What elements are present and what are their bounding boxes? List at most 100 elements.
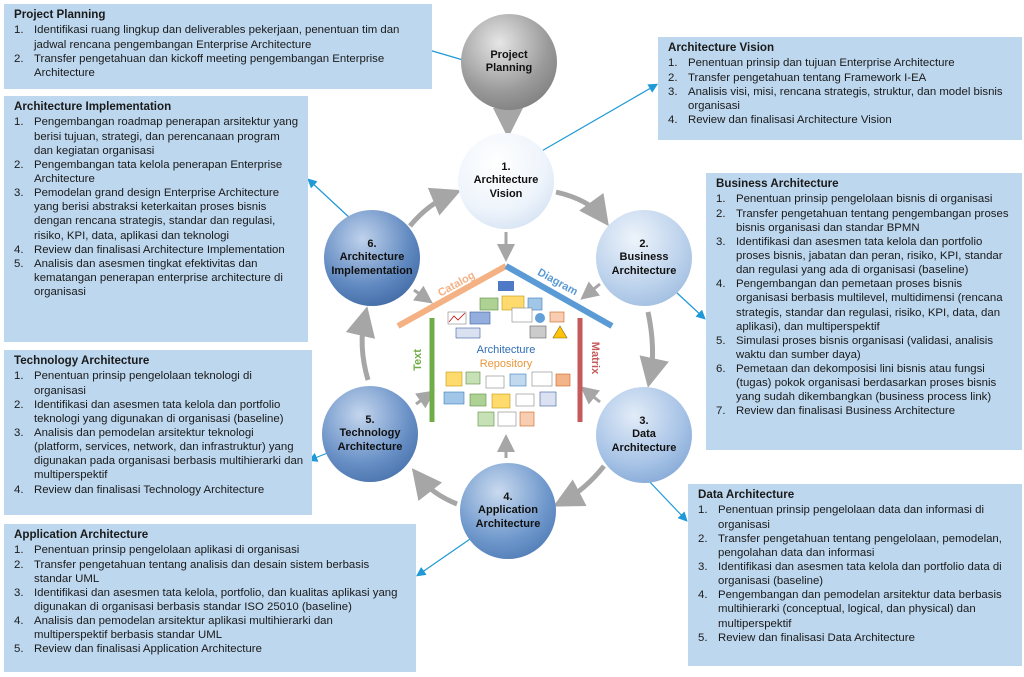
list-item-text: Review dan finalisasi Technology Archite… [34,483,265,496]
arrow-data-application [553,464,606,507]
list-item: 2. Pengembangan tata kelola penerapan Ent… [14,158,300,186]
list-item: 4.Review dan finalisasi Architecture Vis… [668,113,1014,127]
list-item-text: Penentuan prinsip pengelolaan bisnis di … [736,193,993,206]
arrow-business-repo [580,281,601,300]
list-item-number: 4. [668,113,678,126]
list-item-text: Penentuan prinsip dan tujuan Enterprise … [688,57,955,70]
connector-business [675,291,706,320]
connector-application [416,536,474,577]
list-item-number: 1. [716,193,726,206]
connector-vision [539,83,659,153]
list-item-text: Pengembangan tata kelola penerapan Enter… [34,158,283,185]
list-item: 3. Analisis visi, misi, rencana strategis… [668,85,1014,113]
circle-architecture-implementation: 6. Architecture Implementation [324,210,420,306]
matrix-label: Matrix [589,342,601,375]
list-item-number: 6. [716,363,726,376]
list-item: 1.Pengembangan roadmap penerapan arsitek… [14,115,300,157]
list-item-number: 5. [14,257,24,270]
list-item-text: Penentuan prinsip pengelolaan teknologi … [34,370,252,397]
panel-list: 1. Penentuan prinsip pengelolaan teknolog… [14,369,304,496]
list-item: 2.Transfer pengetahuan tentang pengelola… [698,532,1014,560]
list-item-number: 1. [14,24,24,37]
list-item-number: 1. [14,544,24,557]
list-item-number: 1. [14,116,24,129]
list-item-text: Review dan finalisasi Business Architect… [736,405,956,418]
panel-list: 1. Penentuan prinsip pengelolaan bisnis d… [716,192,1014,418]
list-item-text: Identifikasi ruang lingkup dan deliverab… [34,24,400,51]
list-item-number: 3. [14,586,24,599]
arrow-technology-repo [415,390,435,409]
list-item-number: 4. [698,589,708,602]
list-item-number: 2. [14,158,24,171]
panel-business-architecture: Business Architecture 1. Penentuan prinsip… [706,173,1022,450]
list-item: 4. Analisis dan pemodelan arsitektur apli… [14,614,408,642]
list-item-text: Identifikasi dan asesmen tata kelola dan… [736,235,1003,277]
panel-title: Business Architecture [716,177,839,190]
circle-business-architecture: 2. Business Architecture [596,210,692,306]
list-item: 3.Identifikasi dan asesmen tata kelola d… [698,560,1014,588]
list-item-number: 1. [668,57,678,70]
panel-title: Project Planning [14,8,106,21]
arrow-business-data [639,311,669,388]
panel-list: 1.Pengembangan roadmap penerapan arsitek… [14,115,300,299]
list-item-number: 7. [716,405,726,418]
list-item-text: Transfer pengetahuan tentang pengelolaan… [718,532,1002,559]
text-label: Text [412,349,424,371]
panel-list: 1.Penentuan prinsip pengelolaan aplikasi… [14,543,408,656]
arrow-implementation-vision [408,187,462,228]
list-item: 5.Review dan finalisasi Application Arch… [14,642,408,656]
list-item-text: Analisis dan pemodelan arsitektur teknol… [34,426,304,482]
list-item: 1.Penentuan prinsip pengelolaan data dan… [698,503,1014,531]
list-item-text: Transfer pengetahuan dan kickoff meeting… [34,52,385,79]
list-item-text: Identifikasi dan asesmen tata kelola dan… [34,398,284,425]
connector-implementation [307,178,353,221]
list-item-text: Review dan finalisasi Application Archit… [34,643,262,656]
list-item-text: Analisis dan pemodelan arsitektur aplika… [34,615,333,642]
arrow-vision-business [555,189,609,227]
list-item: 2.Transfer pengetahuan tentang pengemban… [716,207,1014,235]
list-item: 7. Review dan finalisasi Business Archite… [716,404,1014,418]
list-item: 2.Transfer pengetahuan tentang Framework… [668,71,1014,85]
list-item: 4.Review dan finalisasi Architecture Imp… [14,243,300,257]
list-item-number: 2. [14,398,24,411]
list-item-number: 5. [698,631,708,644]
list-item-text: Pemetaan dan dekomposisi lini bisnis ata… [736,363,997,404]
list-item: 2.Transfer pengetahuan dan kickoff meeti… [14,52,424,80]
circle-project-planning: Project Planning [461,14,557,110]
list-item: 3.Identifikasi dan asesmen tata kelola d… [716,235,1014,277]
list-item-number: 4. [14,483,24,496]
panel-list: 1. Penentuan prinsip dan tujuan Enterpris… [668,56,1014,127]
list-item-text: Analisis visi, misi, rencana strategis, … [688,85,1003,112]
arrow-implementation-repo [413,285,433,304]
list-item: 1. Identifikasi ruang lingkup dan deliver… [14,23,424,51]
list-item-number: 1. [698,504,708,517]
list-item-number: 3. [14,426,24,439]
list-item-number: 3. [668,85,678,98]
list-item: 1. Penentuan prinsip dan tujuan Enterpris… [668,56,1014,70]
list-item-number: 1. [14,370,24,383]
list-item: 3. Identifikasi dan asesmen tata kelola, … [14,586,408,614]
catalog-roof [396,263,508,329]
panel-title: Architecture Vision [668,41,775,54]
list-item-text: Pengembangan dan pemetaan proses bisnis … [736,278,1003,333]
list-item-number: 5. [716,334,726,347]
repository-thumbnails [443,281,571,427]
list-item-text: Identifikasi dan asesmen tata kelola, po… [34,586,398,613]
repository-title-line1: Architecture [477,344,536,356]
list-item: 4. Review dan finalisasi Technology Archi… [14,483,304,497]
list-item: 3.Pemodelan grand design Enterprise Arch… [14,186,300,243]
panel-architecture-vision: Architecture Vision 1. Penentuan prinsip d… [658,37,1022,140]
panel-list: 1.Penentuan prinsip pengelolaan data dan… [698,503,1014,644]
list-item-text: Transfer pengetahuan tentang pengembanga… [736,207,1009,234]
connector-data [645,477,688,522]
list-item: 1.Penentuan prinsip pengelolaan aplikasi… [14,543,408,557]
list-item-text: Transfer pengetahuan tentang analisis da… [34,558,370,585]
list-item: 1. Penentuan prinsip pengelolaan teknolog… [14,369,304,397]
list-item: 5.Simulasi proses bisnis organisasi (val… [716,334,1014,362]
list-item-number: 4. [14,615,24,628]
list-item: 2. Identifikasi dan asesmen tata kelola d… [14,398,304,426]
list-item-number: 3. [698,560,708,573]
